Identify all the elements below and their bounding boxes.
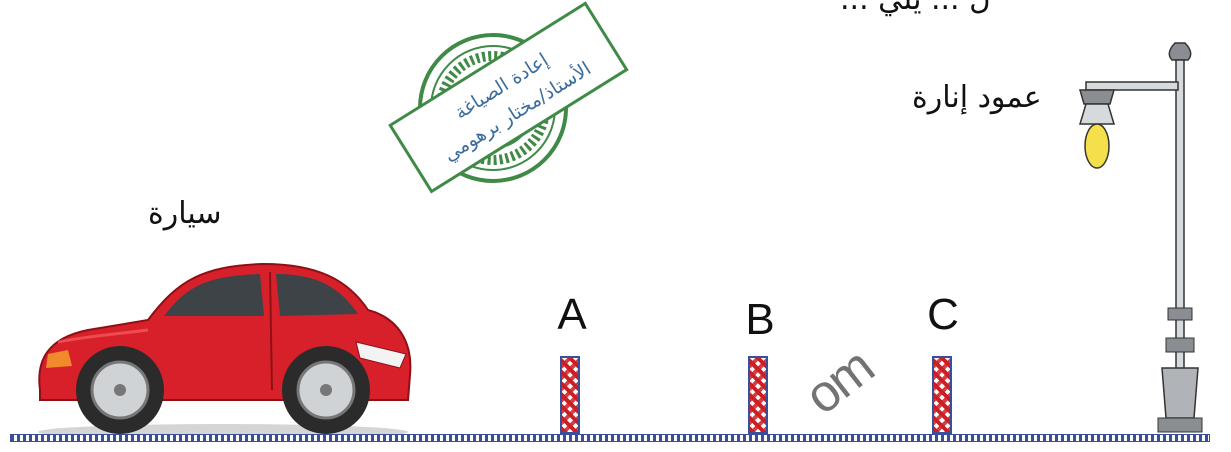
stamp: إعادة الصياغة الأستاذ/مختار برهومي xyxy=(388,1,629,194)
ground-line xyxy=(10,434,1210,442)
marker-b-post xyxy=(748,356,768,434)
marker-a-post xyxy=(560,356,580,434)
watermark: om xyxy=(794,338,884,426)
lamp-label: عمود إنارة xyxy=(912,80,1042,115)
car-image xyxy=(38,262,412,440)
header-partial: ل ... يلي ... xyxy=(840,0,991,17)
marker-c-post xyxy=(932,356,952,434)
marker-b-label: B xyxy=(745,295,775,344)
car-label: سيارة xyxy=(148,196,222,231)
marker-a-label: A xyxy=(557,290,587,339)
lamp-post xyxy=(1078,42,1203,433)
marker-c-label: C xyxy=(927,290,959,339)
stamp-banner xyxy=(388,1,629,194)
